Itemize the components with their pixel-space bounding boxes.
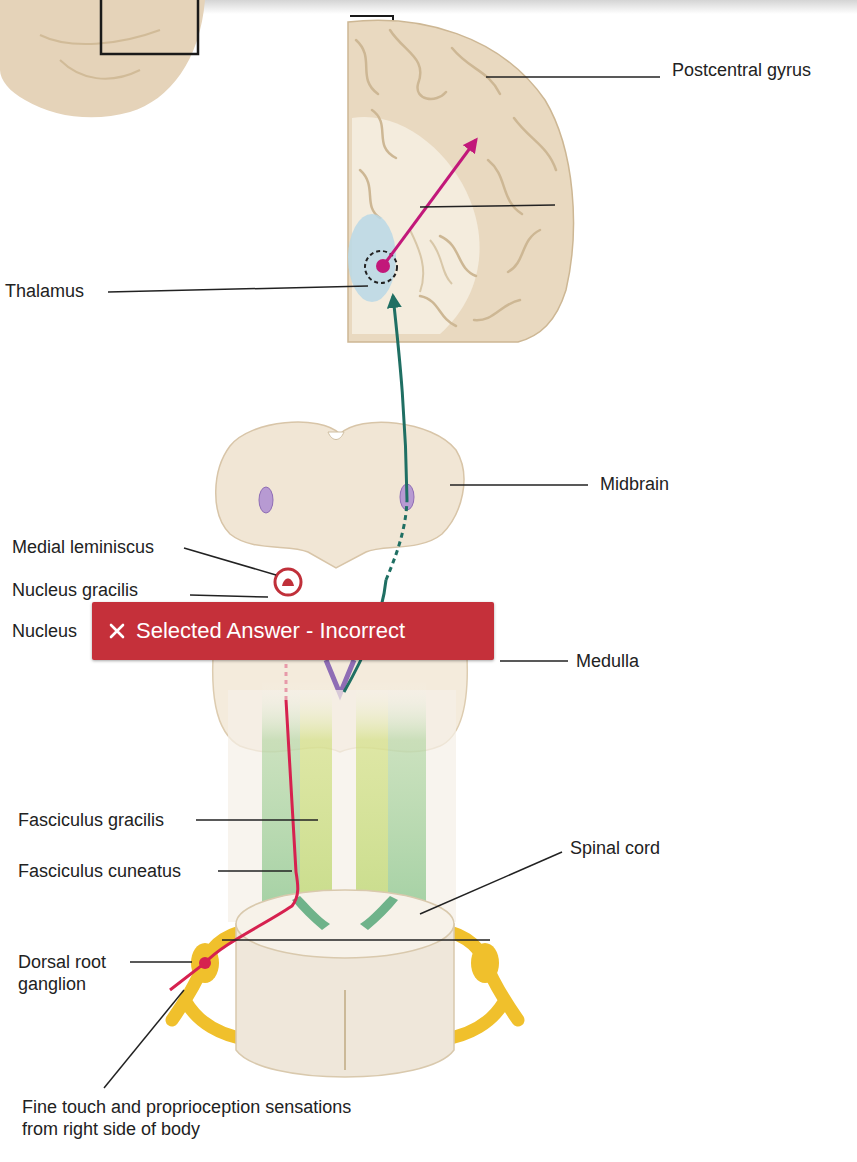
structure-label: Nucleus [12, 620, 90, 642]
internal-capsule [410, 230, 452, 292]
structure-label: Dorsal root ganglion [18, 951, 128, 995]
structure-label: Fasciculus cuneatus [18, 860, 216, 882]
structure-label: Medial leminiscus [12, 536, 182, 558]
fasciculus-cuneatus-left [262, 680, 300, 920]
leader-line [420, 205, 555, 207]
structure-label: Thalamus [5, 280, 105, 302]
cortex-section [348, 20, 573, 342]
leader-line [218, 870, 292, 872]
thalamic-cell-body [376, 259, 390, 273]
structure-label: Nucleus gracilis [12, 579, 187, 601]
structure-label: Postcentral gyrus [672, 59, 852, 81]
incorrect-cross [111, 625, 123, 637]
structure-label: Midbrain [600, 473, 750, 495]
view-frame [101, 0, 198, 54]
answer-banner: Selected Answer - Incorrect [92, 602, 494, 660]
leader-line [420, 852, 562, 914]
brain-thumbnail [0, 0, 205, 117]
first-order-neuron [170, 700, 298, 990]
ganglion-cell-body [199, 957, 211, 969]
caption-note: Fine touch and proprioception sensations… [22, 1096, 352, 1140]
nucleus-target [275, 569, 301, 595]
fasciculus-gracilis-left [300, 680, 332, 920]
second-order-neuron-upper [393, 296, 407, 500]
banner-text: Selected Answer - Incorrect [136, 617, 405, 645]
structure-label: Medulla [576, 650, 726, 672]
nucleus-target-core [282, 579, 294, 587]
leader-line [108, 286, 368, 292]
structure-label: Fasciculus gracilis [18, 809, 193, 831]
anterior-fissure [344, 990, 346, 1070]
leader-line [190, 595, 268, 597]
cord-top-face [236, 890, 454, 958]
incorrect-icon [108, 622, 126, 640]
leader-line [500, 660, 568, 662]
second-order-neuron-hidden [386, 500, 407, 580]
dorsal-horns [292, 896, 398, 930]
midbrain-section [216, 422, 464, 568]
fasciculus-gracilis-right [356, 680, 388, 920]
leader-line [450, 484, 588, 486]
leader-line [104, 990, 184, 1088]
third-order-neuron [383, 140, 476, 266]
leader-lines [104, 77, 660, 1088]
medial-lemniscus-left [259, 487, 273, 513]
leader-line [184, 548, 276, 575]
structure-label: Spinal cord [570, 837, 720, 859]
first-order-neuron-hidden [285, 664, 288, 700]
leader-line [130, 961, 192, 963]
cerebral-aqueduct [328, 432, 344, 440]
leader-line [222, 939, 490, 941]
dorsal-root-ganglion-left [191, 943, 219, 983]
dorsal-root-ganglion-right [471, 943, 499, 983]
leader-line [486, 76, 660, 78]
leader-line [196, 819, 318, 821]
fasciculus-cuneatus-right [388, 680, 426, 920]
